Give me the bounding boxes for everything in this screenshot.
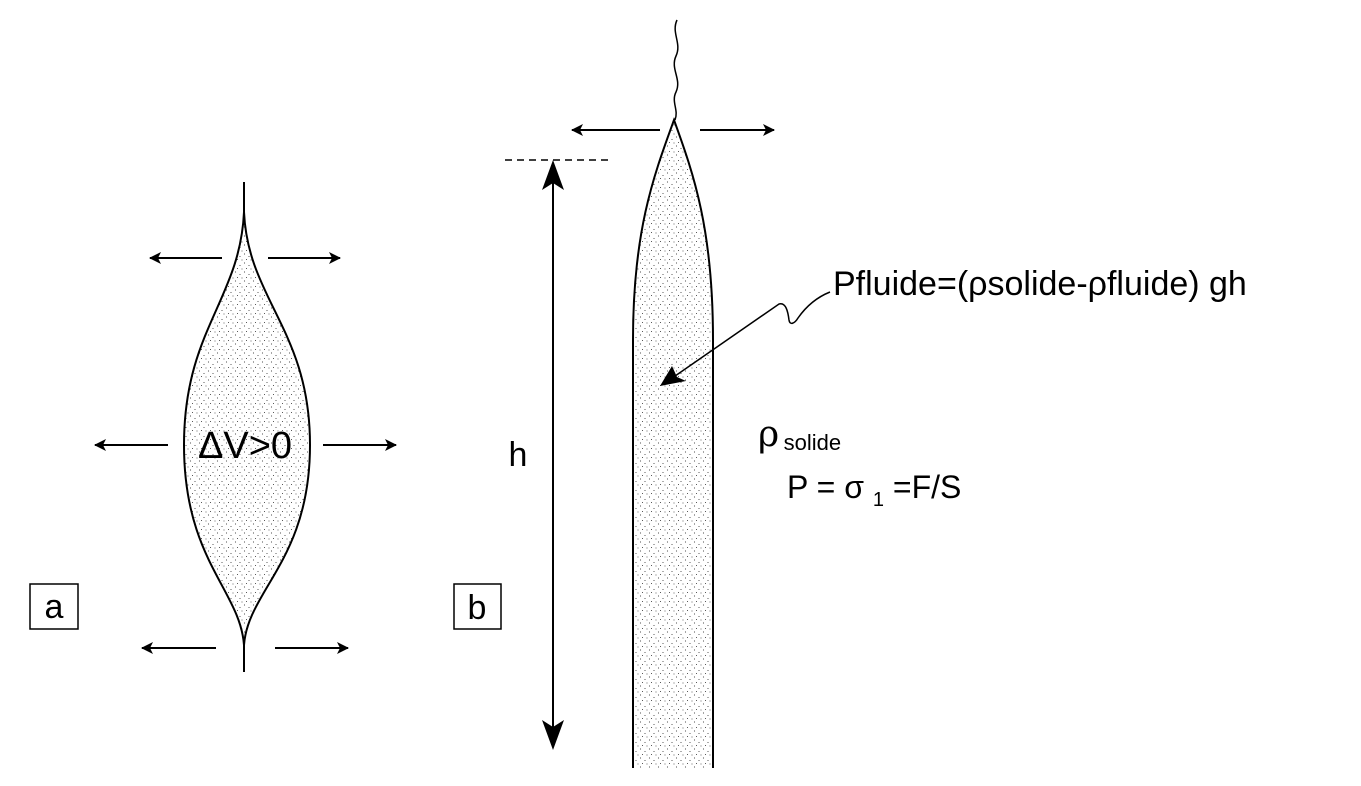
panel-b-label-box	[453, 583, 502, 630]
panel-a: ΔV>0 a	[29, 182, 397, 672]
height-label: h	[509, 436, 528, 474]
fluid-lens	[182, 211, 312, 646]
panel-b: h Pfluide=(ρsolide-ρfluide) gh ρ solide …	[453, 19, 1247, 768]
pressure-leader-arrowhead	[660, 366, 686, 386]
volume-label: ΔV>0	[198, 425, 292, 467]
density-label: ρ solide	[758, 414, 841, 455]
density-subscript: solide	[784, 430, 841, 455]
fracture-tip-wavy-line	[673, 19, 679, 121]
pressure-leader-line	[664, 291, 831, 384]
dike-body	[632, 117, 714, 768]
height-arrow-top-head	[542, 160, 564, 190]
panel-a-label: a	[45, 588, 64, 626]
density-symbol: ρ	[758, 414, 779, 455]
stress-subscript: 1	[873, 489, 884, 511]
stress-equation: P = σ 1 =F/S	[787, 469, 961, 513]
stress-suffix: =F/S	[893, 469, 961, 505]
stress-prefix: P = σ	[787, 469, 864, 505]
pressure-equation: Pfluide=(ρsolide-ρfluide) gh	[833, 265, 1247, 303]
panel-b-label: b	[468, 589, 487, 627]
height-arrow-bottom-head	[542, 720, 564, 750]
panel-a-label-box	[29, 583, 79, 630]
